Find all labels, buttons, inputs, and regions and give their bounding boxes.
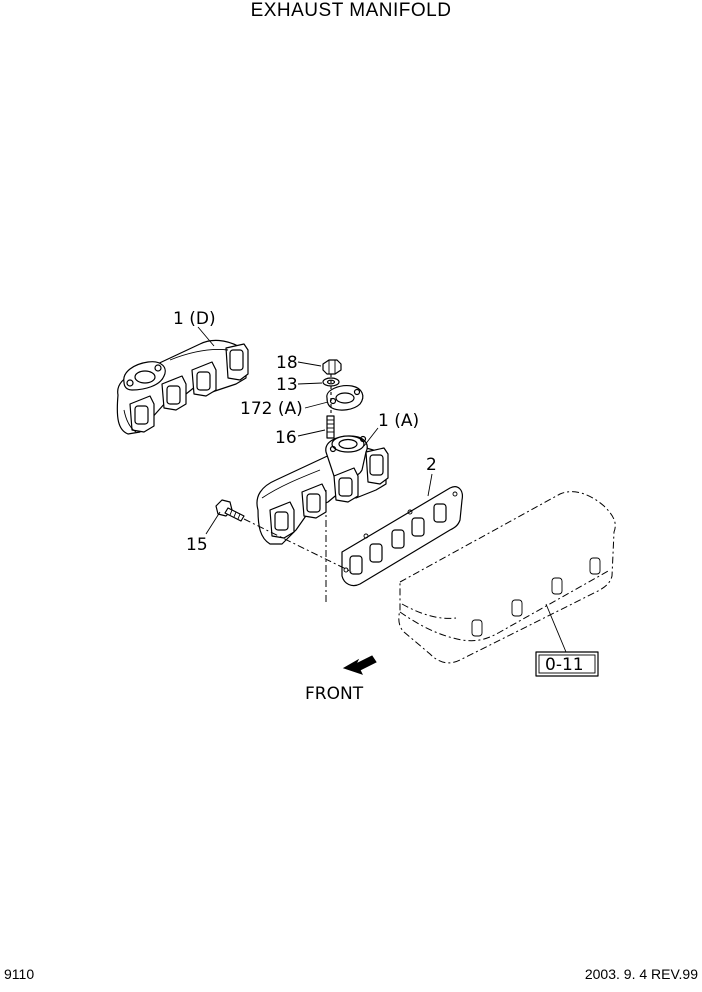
reference-box-0-11[interactable]: 0-11	[535, 651, 599, 677]
callout-washer: 13	[276, 375, 298, 395]
page-title: EXHAUST MANIFOLD	[250, 0, 452, 21]
nut-part[interactable]	[322, 359, 342, 375]
front-label: FRONT	[305, 684, 364, 704]
bolt-part[interactable]	[215, 499, 245, 522]
reference-box-label: 0-11	[545, 655, 584, 675]
callout-manifold-gasket: 2	[426, 455, 437, 475]
revision-date: 2003. 9. 4 REV.99	[584, 966, 698, 982]
page-number: 9110	[4, 966, 35, 982]
callout-manifold-d: 1 (D)	[173, 309, 216, 329]
stud-part[interactable]	[326, 415, 335, 439]
callout-bolt: 15	[186, 535, 208, 555]
flange-gasket-part[interactable]	[326, 385, 364, 411]
exhaust-manifold-a-part[interactable]	[256, 435, 389, 545]
manifold-gasket-part[interactable]	[341, 486, 463, 587]
callout-manifold-a: 1 (A)	[378, 411, 419, 431]
callout-stud: 16	[275, 428, 297, 448]
exhaust-manifold-d-part[interactable]	[116, 339, 249, 435]
cylinder-head-phantom	[398, 491, 616, 664]
callout-nut: 18	[276, 353, 298, 373]
callout-flange-gasket: 172 (A)	[240, 399, 303, 419]
front-direction-arrow	[342, 655, 377, 675]
